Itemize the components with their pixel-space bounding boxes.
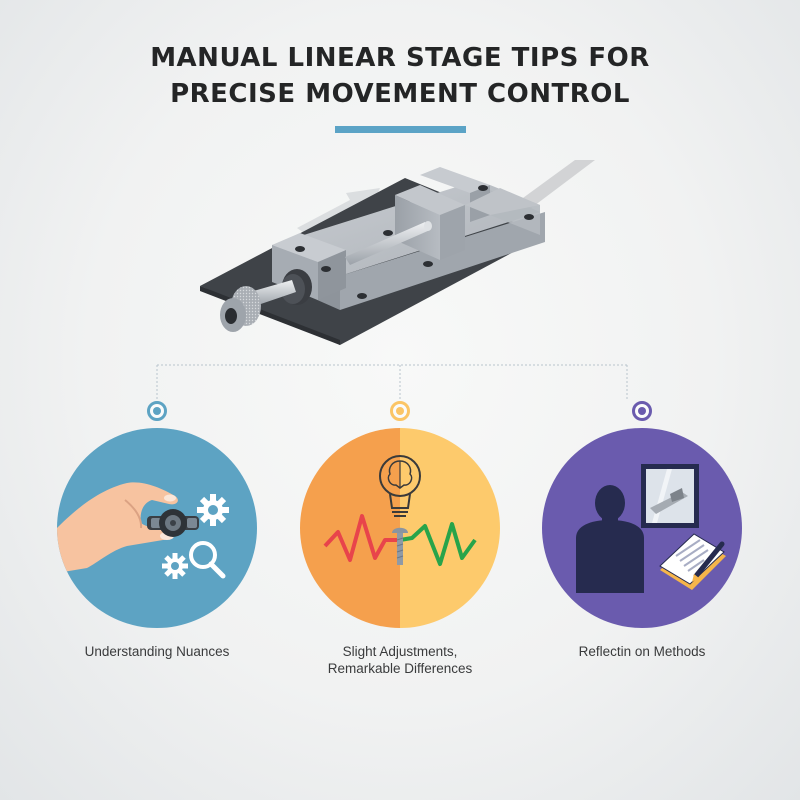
screw-icon [392, 527, 408, 565]
tip-label-line: Understanding Nuances [84, 644, 230, 659]
tip-label-understanding-nuances: Understanding Nuances [37, 643, 277, 660]
notepad-pen-icon [659, 533, 726, 590]
linear-stage-icon [200, 160, 595, 345]
mirror-icon [641, 464, 699, 528]
gear-icon [197, 494, 229, 526]
tip-label-slight-adjustments: Slight Adjustments, Remarkable Differenc… [280, 643, 520, 677]
tip-label-line: Slight Adjustments, [342, 644, 458, 659]
node-marker-1 [147, 401, 167, 421]
tip-label-line: Remarkable Differences [327, 661, 473, 676]
page-title: MANUAL LINEAR STAGE TIPS FOR PRECISE MOV… [0, 40, 800, 112]
tip-label-line: Reflectin on Methods [578, 644, 706, 659]
tip-label-reflecting-on-methods: Reflectin on Methods [522, 643, 762, 660]
node-marker-2 [390, 401, 410, 421]
title-line-2: PRECISE MOVEMENT CONTROL [170, 79, 630, 109]
magnifier-icon [189, 541, 226, 579]
linear-stage-illustration [200, 160, 600, 350]
node-marker-3 [632, 401, 652, 421]
tip-circle-slight-adjustments [300, 428, 500, 628]
waveform-icon [323, 514, 477, 566]
person-silhouette-icon [576, 485, 644, 593]
gear-icon [162, 553, 188, 579]
knob-icon [147, 509, 199, 537]
tip-circle-understanding-nuances [57, 428, 257, 628]
tip-circle-reflecting-on-methods [542, 428, 742, 628]
title-line-1: MANUAL LINEAR STAGE TIPS FOR [150, 43, 650, 73]
lightbulb-brain-icon [379, 455, 421, 517]
title-accent-bar [335, 126, 466, 133]
